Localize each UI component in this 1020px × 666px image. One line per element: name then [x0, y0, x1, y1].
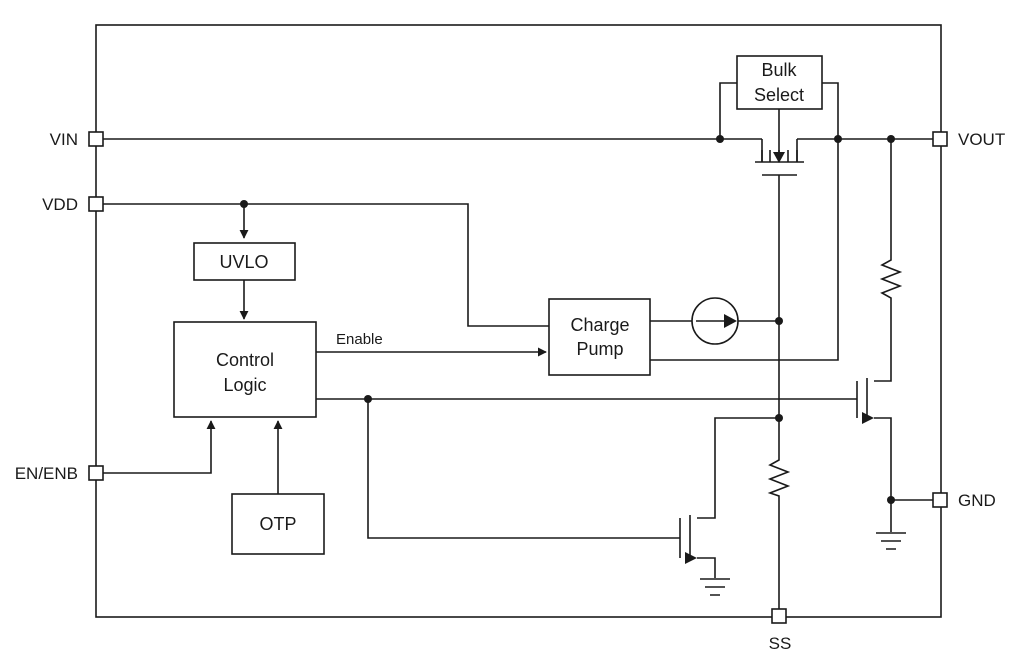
vdd-pin-label: VDD: [42, 195, 78, 214]
discharge-nmos-source-wire: [874, 417, 892, 532]
pass-mosfet: [755, 139, 804, 176]
logic-label: Logic: [223, 375, 266, 395]
package-outline: [95, 24, 942, 618]
bulk-right-wire: [650, 82, 839, 361]
ground-icon: [876, 532, 906, 550]
vout-pin: [932, 131, 948, 147]
enable-label: Enable: [336, 331, 383, 348]
en-pin-label: EN/ENB: [15, 464, 78, 483]
control-logic-block: Control Logic: [173, 321, 317, 418]
select-label: Select: [754, 85, 804, 105]
ss-nmos-source-wire: [697, 557, 716, 578]
current-source: [691, 297, 739, 345]
vout-pin-label: VOUT: [958, 130, 1005, 149]
vout-res-to-nmos-wire: [874, 302, 892, 382]
ss-pin: [771, 608, 787, 624]
vin-pin-label: VIN: [50, 130, 78, 149]
ss-nmos-drain-wire: [697, 417, 779, 519]
control-label: Control: [216, 350, 274, 370]
vout-discharge-nmos: [856, 378, 874, 424]
junction-dots: [240, 135, 895, 504]
vdd-wire: [103, 203, 549, 327]
charge-label: Charge: [570, 315, 629, 335]
charge-pump-block: Charge Pump: [548, 298, 651, 376]
otp-block: OTP: [231, 493, 325, 555]
uvlo-block: UVLO: [193, 242, 296, 281]
ground-icon: [700, 578, 730, 596]
ss-pin-label: SS: [769, 634, 792, 653]
vout-discharge-resistor: [879, 255, 903, 302]
logic-to-ss-nmos-wire: [367, 399, 680, 539]
bulk-select-block: Bulk Select: [736, 55, 823, 110]
gnd-pin: [932, 492, 948, 508]
uvlo-label: UVLO: [219, 252, 268, 272]
gnd-pin-label: GND: [958, 491, 996, 510]
ss-discharge-nmos: [679, 515, 697, 564]
bulk-left-wire: [719, 82, 737, 139]
vdd-pin: [88, 196, 104, 212]
vin-pin: [88, 131, 104, 147]
bulk-label: Bulk: [761, 60, 797, 80]
en-pin: [88, 465, 104, 481]
pump-label: Pump: [576, 339, 623, 359]
en-wire: [103, 420, 216, 474]
otp-label: OTP: [259, 514, 296, 534]
ss-resistor: [767, 455, 791, 499]
